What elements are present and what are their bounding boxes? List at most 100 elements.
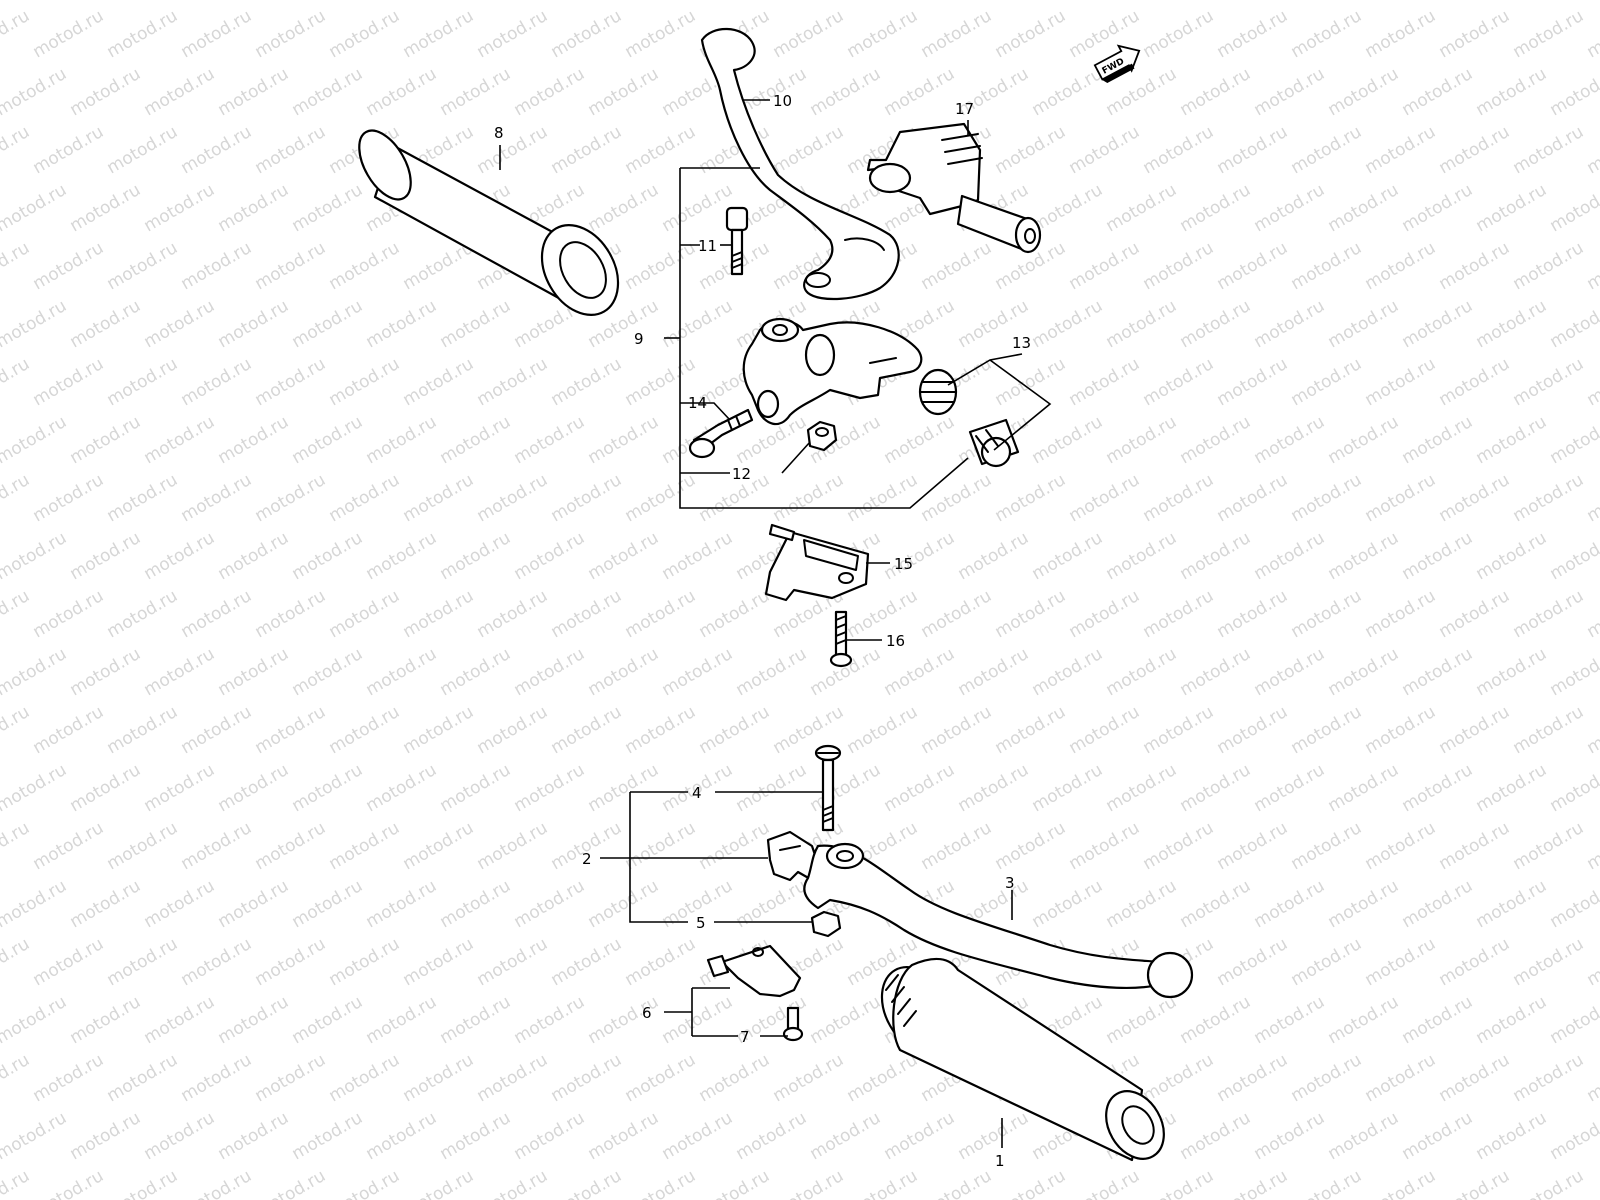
watermark-text: motod.ru <box>1510 238 1588 294</box>
watermark-text: motod.ru <box>622 934 700 990</box>
watermark-text: motod.ru <box>1066 122 1144 178</box>
watermark-text: motod.ru <box>807 64 885 120</box>
watermark-text: motod.ru <box>252 586 330 642</box>
watermark-text: motod.ru <box>1288 1166 1366 1200</box>
watermark-text: motod.ru <box>400 470 478 526</box>
watermark-text: motod.ru <box>0 760 70 816</box>
watermark-text: motod.ru <box>215 992 293 1048</box>
watermark-text: motod.ru <box>1436 586 1514 642</box>
watermark-text: motod.ru <box>1362 702 1440 758</box>
watermark-text: motod.ru <box>326 1166 404 1200</box>
watermark-text: motod.ru <box>104 354 182 410</box>
watermark-text: motod.ru <box>363 64 441 120</box>
watermark-text: motod.ru <box>474 702 552 758</box>
watermark-text: motod.ru <box>252 702 330 758</box>
watermark-text: motod.ru <box>548 702 626 758</box>
watermark-text: motod.ru <box>992 818 1070 874</box>
watermark-text: motod.ru <box>67 0 145 4</box>
brake-switch-part <box>706 944 802 998</box>
watermark-text: motod.ru <box>178 238 256 294</box>
watermark-text: motod.ru <box>1214 934 1292 990</box>
watermark-text: motod.ru <box>585 1108 663 1164</box>
watermark-text: motod.ru <box>30 470 108 526</box>
throttle-grip-part <box>880 957 1165 1162</box>
watermark-text: motod.ru <box>1473 296 1551 352</box>
watermark-text: motod.ru <box>0 1166 33 1200</box>
watermark-text: motod.ru <box>1584 702 1600 758</box>
watermark-text: motod.ru <box>104 586 182 642</box>
watermark-text: motod.ru <box>622 470 700 526</box>
watermark-text: motod.ru <box>326 6 404 62</box>
watermark-text: motod.ru <box>622 586 700 642</box>
watermark-text: motod.ru <box>1177 64 1255 120</box>
watermark-text: motod.ru <box>1473 528 1551 584</box>
watermark-text: motod.ru <box>0 528 70 584</box>
watermark-text: motod.ru <box>474 470 552 526</box>
watermark-text: motod.ru <box>30 122 108 178</box>
watermark-text: motod.ru <box>0 122 33 178</box>
watermark-text: motod.ru <box>1140 122 1218 178</box>
watermark-text: motod.ru <box>733 644 811 700</box>
watermark-text: motod.ru <box>1251 528 1329 584</box>
watermark-text: motod.ru <box>918 1166 996 1200</box>
watermark-text: motod.ru <box>1362 122 1440 178</box>
watermark-text: motod.ru <box>437 528 515 584</box>
callout-3: 3 <box>1005 874 1015 892</box>
watermark-text: motod.ru <box>844 586 922 642</box>
watermark-text: motod.ru <box>1473 1108 1551 1164</box>
watermark-text: motod.ru <box>437 1108 515 1164</box>
watermark-text: motod.ru <box>1473 992 1551 1048</box>
watermark-text: motod.ru <box>1288 354 1366 410</box>
watermark-text: motod.ru <box>178 470 256 526</box>
watermark-text: motod.ru <box>1103 0 1181 4</box>
watermark-text: motod.ru <box>289 296 367 352</box>
watermark-text: motod.ru <box>0 6 33 62</box>
watermark-text: motod.ru <box>215 296 293 352</box>
watermark-text: motod.ru <box>215 0 293 4</box>
watermark-text: motod.ru <box>1399 180 1477 236</box>
watermark-text: motod.ru <box>1362 818 1440 874</box>
watermark-text: motod.ru <box>1547 992 1600 1048</box>
watermark-text: motod.ru <box>1473 412 1551 468</box>
watermark-text: motod.ru <box>1103 876 1181 932</box>
watermark-text: motod.ru <box>1103 412 1181 468</box>
watermark-text: motod.ru <box>622 1050 700 1106</box>
watermark-text: motod.ru <box>289 180 367 236</box>
watermark-text: motod.ru <box>1362 1166 1440 1200</box>
watermark-text: motod.ru <box>844 702 922 758</box>
watermark-text: motod.ru <box>400 1166 478 1200</box>
watermark-text: motod.ru <box>1510 702 1588 758</box>
watermark-text: motod.ru <box>215 644 293 700</box>
watermark-text: motod.ru <box>141 644 219 700</box>
watermark-text: motod.ru <box>363 412 441 468</box>
watermark-text: motod.ru <box>1547 876 1600 932</box>
holder-nut-part <box>806 420 838 452</box>
watermark-text: motod.ru <box>1584 934 1600 990</box>
watermark-text: motod.ru <box>0 644 70 700</box>
watermark-text: motod.ru <box>807 992 885 1048</box>
watermark-text: motod.ru <box>918 702 996 758</box>
watermark-text: motod.ru <box>1399 644 1477 700</box>
watermark-text: motod.ru <box>511 64 589 120</box>
watermark-text: motod.ru <box>807 760 885 816</box>
callout-2: 2 <box>582 850 592 868</box>
watermark-text: motod.ru <box>437 412 515 468</box>
watermark-text: motod.ru <box>104 470 182 526</box>
watermark-text: motod.ru <box>1177 528 1255 584</box>
watermark-text: motod.ru <box>30 6 108 62</box>
watermark-text: motod.ru <box>437 64 515 120</box>
watermark-text: motod.ru <box>1103 180 1181 236</box>
watermark-text: motod.ru <box>1399 64 1477 120</box>
watermark-text: motod.ru <box>1103 992 1181 1048</box>
watermark-text: motod.ru <box>622 122 700 178</box>
watermark-text: motod.ru <box>1473 0 1551 4</box>
watermark-text: motod.ru <box>1473 180 1551 236</box>
watermark-text: motod.ru <box>104 6 182 62</box>
watermark-text: motod.ru <box>585 644 663 700</box>
watermark-text: motod.ru <box>659 992 737 1048</box>
watermark-text: motod.ru <box>918 238 996 294</box>
watermark-text: motod.ru <box>1584 586 1600 642</box>
watermark-text: motod.ru <box>104 238 182 294</box>
watermark-text: motod.ru <box>1177 644 1255 700</box>
